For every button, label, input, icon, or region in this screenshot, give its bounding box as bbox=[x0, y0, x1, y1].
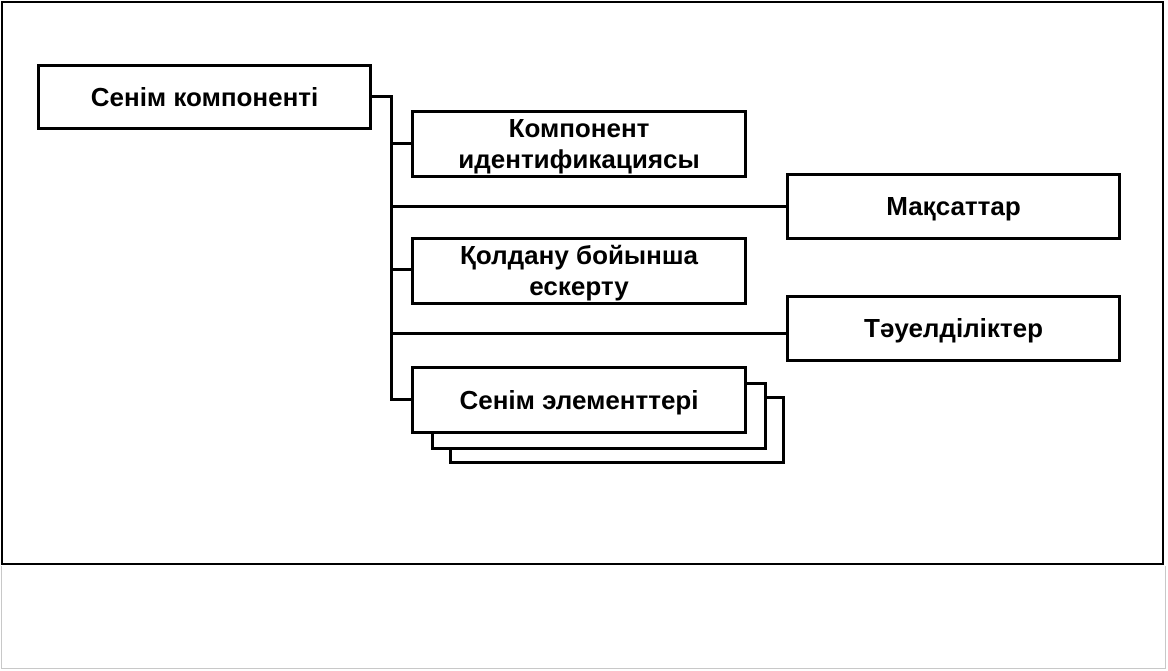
blank-area bbox=[1, 566, 1166, 669]
connector-root-stub bbox=[372, 95, 392, 98]
node-dependencies-label: Тәуелділіктер bbox=[864, 313, 1043, 343]
node-objectives: Мақсаттар bbox=[786, 173, 1121, 240]
root-node: Сенім компоненті bbox=[37, 64, 372, 130]
node-application-notes-label: Қолдану бойынша ескерту bbox=[460, 240, 698, 301]
node-dependencies: Тәуелділіктер bbox=[786, 295, 1121, 362]
node-application-notes: Қолдану бойынша ескерту bbox=[411, 237, 747, 305]
node-trust-elements: Сенім элементтері bbox=[411, 366, 747, 434]
connector-child-5 bbox=[390, 398, 413, 401]
root-node-label: Сенім компоненті bbox=[90, 81, 319, 112]
connector-child-3 bbox=[390, 268, 413, 271]
connector-child-1 bbox=[390, 142, 413, 145]
connector-child-2 bbox=[390, 205, 788, 208]
node-component-identification: Компонент идентификациясы bbox=[411, 110, 747, 178]
node-trust-elements-label: Сенім элементтері bbox=[459, 384, 699, 415]
connector-child-4 bbox=[390, 332, 788, 335]
node-component-identification-label: Компонент идентификациясы bbox=[458, 113, 700, 174]
node-objectives-label: Мақсаттар bbox=[886, 191, 1021, 221]
connector-trunk bbox=[390, 95, 393, 401]
diagram-frame bbox=[1, 1, 1164, 565]
